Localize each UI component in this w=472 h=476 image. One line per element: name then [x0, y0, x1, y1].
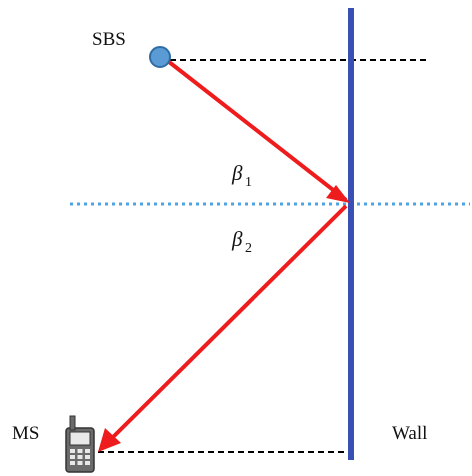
reflected-ray-arrowhead	[98, 428, 121, 452]
beta2-subscript: 2	[245, 241, 252, 256]
beta1-symbol: β	[231, 161, 243, 185]
reflected-ray-arrow	[102, 204, 348, 448]
ms-label: MS	[12, 423, 39, 444]
incident-ray-arrowhead	[326, 185, 350, 203]
beta2-symbol: β	[231, 227, 243, 251]
sbs-circle-icon	[149, 46, 171, 68]
mobile-phone-icon	[65, 415, 95, 473]
incident-ray-arrow	[162, 56, 348, 202]
sbs-label: SBS	[92, 29, 126, 50]
wall-label: Wall	[392, 423, 427, 444]
beta1-subscript: 1	[245, 175, 252, 190]
